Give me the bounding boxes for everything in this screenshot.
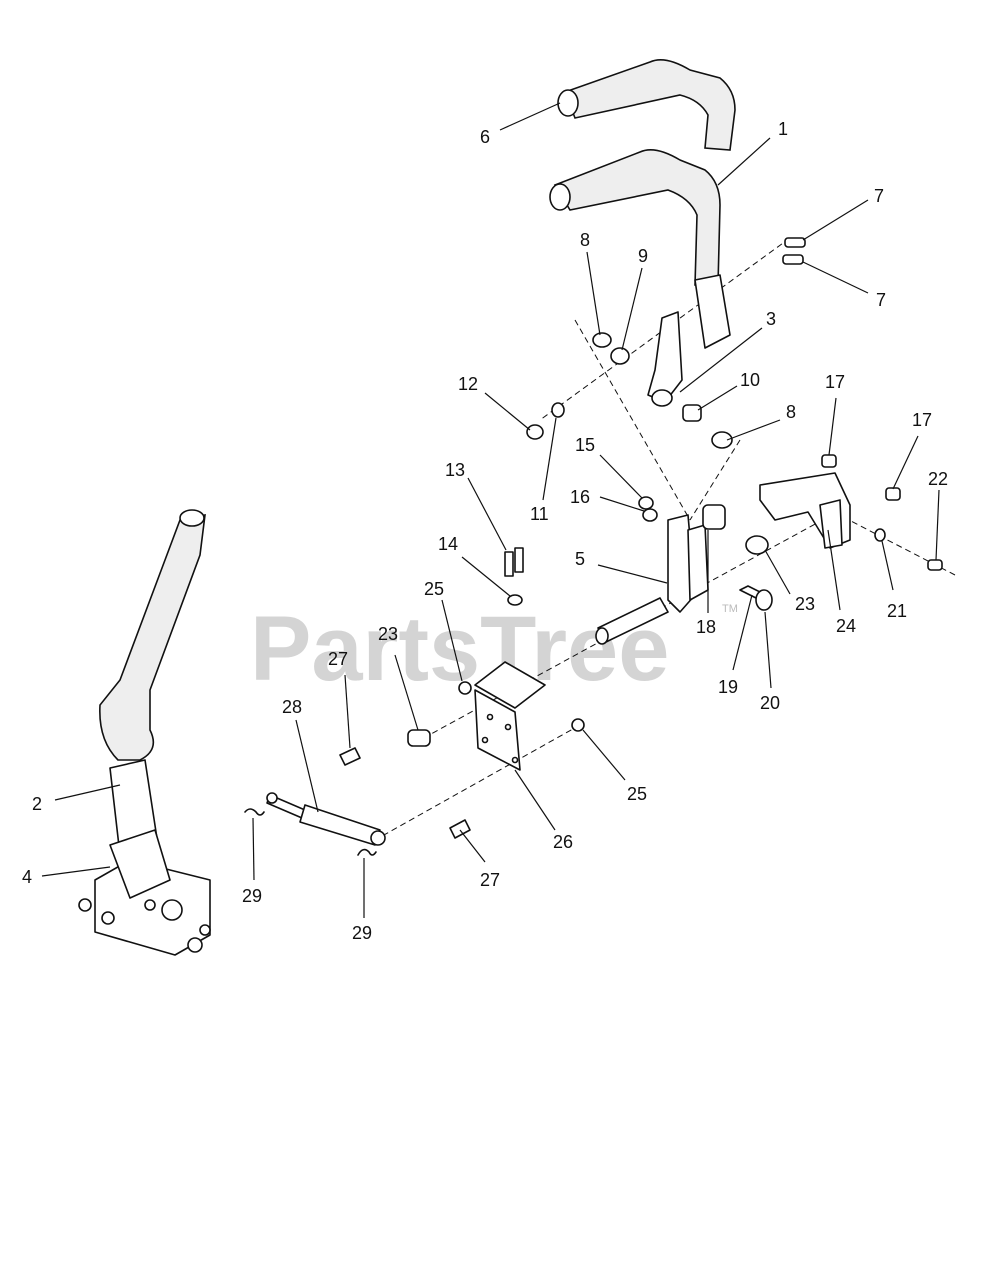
watermark-trademark: TM bbox=[722, 603, 738, 615]
bushings-group bbox=[592, 332, 733, 449]
callout-25-bottom: 25 bbox=[627, 784, 647, 804]
spacer-23-nuts-25 bbox=[407, 681, 585, 747]
nuts-15-16 bbox=[638, 496, 658, 522]
pin-19-20-spacer-23 bbox=[739, 535, 773, 611]
callout-14: 14 bbox=[438, 534, 458, 554]
part-2-control-lever bbox=[99, 509, 206, 856]
bolts-7 bbox=[782, 237, 806, 265]
callout-15: 15 bbox=[575, 435, 595, 455]
callout-7-top: 7 bbox=[874, 186, 884, 206]
callout-20: 20 bbox=[760, 693, 780, 713]
callout-28: 28 bbox=[282, 697, 302, 717]
studs-27 bbox=[339, 747, 471, 839]
callout-2: 2 bbox=[32, 794, 42, 814]
part-1-handle bbox=[549, 149, 731, 349]
part-24-bracket bbox=[759, 472, 851, 549]
part-28-gas-strut bbox=[266, 792, 386, 846]
callout-9: 9 bbox=[638, 246, 648, 266]
callout-12: 12 bbox=[458, 374, 478, 394]
callout-10: 10 bbox=[740, 370, 760, 390]
clips-29 bbox=[244, 808, 377, 856]
callout-29-left: 29 bbox=[242, 886, 262, 906]
callout-16: 16 bbox=[570, 487, 590, 507]
callout-17-right: 17 bbox=[912, 410, 932, 430]
callout-19: 19 bbox=[718, 677, 738, 697]
callout-11: 11 bbox=[530, 504, 549, 524]
watermark-logo: PartsTree bbox=[250, 598, 669, 700]
callout-5: 5 bbox=[575, 549, 585, 569]
callout-21: 21 bbox=[887, 601, 907, 621]
callout-24: 24 bbox=[836, 616, 856, 636]
callout-29-right: 29 bbox=[352, 923, 372, 943]
callout-22: 22 bbox=[928, 469, 948, 489]
callout-13: 13 bbox=[445, 460, 465, 480]
part-4-base-assembly bbox=[78, 829, 211, 956]
part-3-arm bbox=[647, 311, 683, 407]
callout-7-bottom: 7 bbox=[876, 290, 886, 310]
callout-8-top: 8 bbox=[580, 230, 590, 250]
callout-17-left: 17 bbox=[825, 372, 845, 392]
leader-lines bbox=[41, 102, 940, 918]
callout-18: 18 bbox=[696, 617, 716, 637]
callout-3: 3 bbox=[766, 309, 776, 329]
callout-6: 6 bbox=[480, 127, 490, 147]
callout-1: 1 bbox=[778, 119, 788, 139]
hardware-17-21-22 bbox=[821, 454, 943, 571]
part-26-mount-plate bbox=[474, 661, 546, 771]
nuts-11-12 bbox=[526, 402, 565, 440]
callout-8-right: 8 bbox=[786, 402, 796, 422]
callout-27-bottom: 27 bbox=[480, 870, 500, 890]
callout-23-right: 23 bbox=[795, 594, 815, 614]
callout-26: 26 bbox=[553, 832, 573, 852]
callout-25-top: 25 bbox=[424, 579, 444, 599]
part-5-pivot-shaft bbox=[595, 514, 709, 645]
callout-23-left: 23 bbox=[378, 624, 398, 644]
part-18-sleeve bbox=[702, 504, 726, 530]
callout-27-top: 27 bbox=[328, 649, 348, 669]
callout-labels: 1 2 3 4 5 6 7 7 8 8 9 10 11 12 13 14 15 … bbox=[22, 119, 948, 943]
bolts-13-14 bbox=[504, 547, 524, 606]
callout-4: 4 bbox=[22, 867, 32, 887]
part-6-handle bbox=[557, 59, 736, 151]
